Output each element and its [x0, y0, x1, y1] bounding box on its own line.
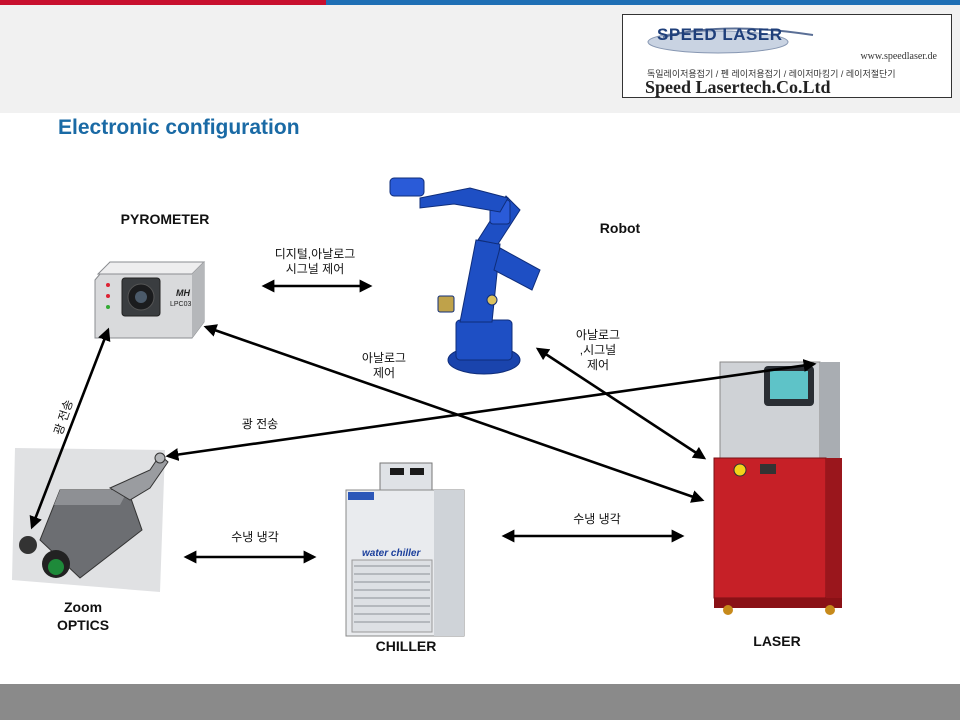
- laser-device: [713, 361, 842, 615]
- robot-laser-conn-line2: ,시그널: [579, 343, 617, 357]
- optics-chiller-conn-label: 수냉 냉각: [231, 530, 279, 544]
- optics-laser-conn-label: 광 전송: [241, 417, 279, 431]
- pyrometer-device: MH LPC03: [94, 261, 206, 339]
- robot-device: [389, 177, 541, 375]
- robot-laser-conn-label: 아날로그 ,시그널 제어: [566, 328, 630, 373]
- zoom-optics-label-line1: Zoom: [63, 599, 103, 615]
- logo-company: Speed Lasertech.Co.Ltd: [645, 77, 831, 97]
- pyro-robot-conn-line2: 시그널 제어: [285, 262, 345, 276]
- pyro-laser-conn-label: 아날로그 제어: [352, 351, 416, 381]
- pyro-laser-conn-line1: 아날로그: [361, 351, 407, 365]
- laser-label: LASER: [753, 633, 801, 649]
- pyrometer-label: PYROMETER: [120, 211, 210, 227]
- logo-url: www.speedlaser.de: [860, 51, 937, 62]
- robot-label: Robot: [599, 220, 641, 236]
- robot-laser-conn-line1: 아날로그: [575, 328, 621, 342]
- logo-tagline: 독일레이저용접기 / 펜 레이저용접기 / 레이저마킹기 / 레이저절단기: [647, 69, 896, 79]
- footer-band: [0, 684, 960, 720]
- zoom-optics-label-line2: OPTICS: [56, 617, 110, 633]
- logo-brand: SPEED LASER: [657, 25, 783, 44]
- arrow-optics-pyrometer: [29, 327, 111, 530]
- top-accent-blue: [326, 0, 960, 5]
- logo-swoosh-icon: [647, 27, 814, 54]
- chiller-device: water chiller: [345, 462, 465, 637]
- pyrometer-badge: LPC03: [170, 301, 192, 308]
- chiller-label: CHILLER: [375, 638, 437, 654]
- company-logo: SPEED LASER www.speedlaser.de 독일레이저용접기 /…: [622, 14, 952, 98]
- zoom-optics-label: Zoom OPTICS: [48, 598, 118, 634]
- pyro-laser-conn-line2: 제어: [372, 366, 396, 380]
- pyro-robot-conn-label: 디지털,아날로그 시그널 제어: [262, 247, 368, 277]
- chiller-brand: water chiller: [362, 548, 421, 559]
- robot-laser-conn-line3: 제어: [586, 358, 610, 372]
- page-title: Electronic configuration: [58, 116, 300, 139]
- pyro-robot-conn-line1: 디지털,아날로그: [274, 247, 356, 261]
- svg-text:MH: MH: [176, 288, 190, 298]
- top-accent-red: [0, 0, 326, 5]
- arrow-optics-laser: [165, 359, 817, 461]
- chiller-laser-conn-label: 수냉 냉각: [573, 512, 621, 526]
